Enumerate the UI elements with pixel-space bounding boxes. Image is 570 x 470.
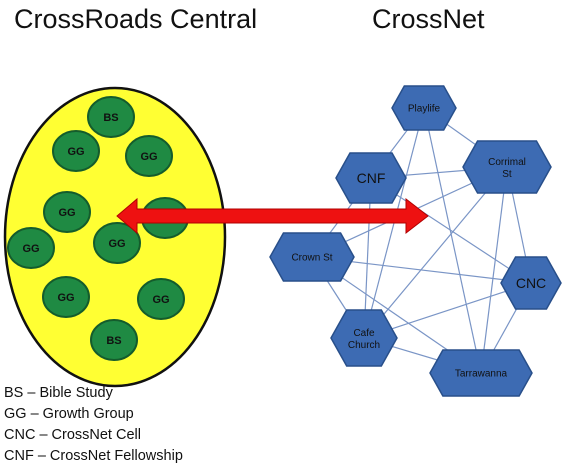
link-corrimal-tarrawanna	[480, 166, 508, 374]
hexagon-cnf	[335, 152, 407, 204]
group-label-gg-2: GG	[140, 151, 157, 163]
hexagon-corrimal	[462, 140, 552, 194]
group-label-gg-3: GG	[58, 207, 75, 219]
hexagon-tarrawanna	[429, 349, 533, 397]
hexagon-cafe	[330, 309, 398, 367]
group-circle-gg-4	[7, 227, 55, 269]
group-circle-gg-2	[125, 135, 173, 177]
group-circle-gg-1	[52, 130, 100, 172]
group-circle-gg-6	[42, 276, 90, 318]
group-circle-bs-bottom	[90, 319, 138, 361]
group-circle-bs-top	[87, 96, 135, 138]
central-groups: BS GG GG GG GG GG GG GG BS	[7, 96, 189, 361]
node-label-cnf: CNF	[357, 170, 386, 186]
crossroads-central-title: CrossRoads Central	[14, 4, 258, 34]
hexagon-playlife	[391, 85, 457, 131]
double-headed-arrow	[116, 197, 429, 235]
arrow-shape	[116, 197, 429, 235]
group-circle-gg-3	[43, 191, 91, 233]
hexagon-cnc	[500, 256, 562, 310]
crossnet-title: CrossNet	[372, 4, 485, 34]
legend: BS – Bible Study GG – Growth Group CNC –…	[4, 383, 183, 467]
link-playlife-tarrawanna	[423, 107, 482, 374]
group-label-bs-bottom: BS	[106, 335, 121, 347]
group-circle-gg-7	[137, 278, 185, 320]
group-label-gg-7: GG	[152, 294, 169, 306]
group-label-gg-4: GG	[22, 243, 39, 255]
node-label-tarrawanna: Tarrawanna	[455, 369, 508, 380]
group-label-gg-1: GG	[67, 146, 84, 158]
legend-item-bs: BS – Bible Study	[4, 385, 113, 401]
legend-item-cnf: CNF – CrossNet Fellowship	[4, 448, 183, 464]
group-label-bs-top: BS	[103, 112, 118, 124]
legend-item-gg: GG – Growth Group	[4, 406, 134, 422]
node-label-cnc: CNC	[516, 275, 546, 291]
node-label-crown: Crown St	[291, 253, 332, 264]
group-label-gg-6: GG	[57, 292, 74, 304]
link-cnf-cnc	[370, 177, 532, 284]
legend-item-cnc: CNC – CrossNet Cell	[4, 427, 141, 443]
group-label-gg-5: GG	[108, 238, 125, 250]
node-label-playlife: Playlife	[408, 104, 441, 115]
hexagon-crown	[269, 232, 355, 282]
group-circle-gg-5	[93, 222, 141, 264]
